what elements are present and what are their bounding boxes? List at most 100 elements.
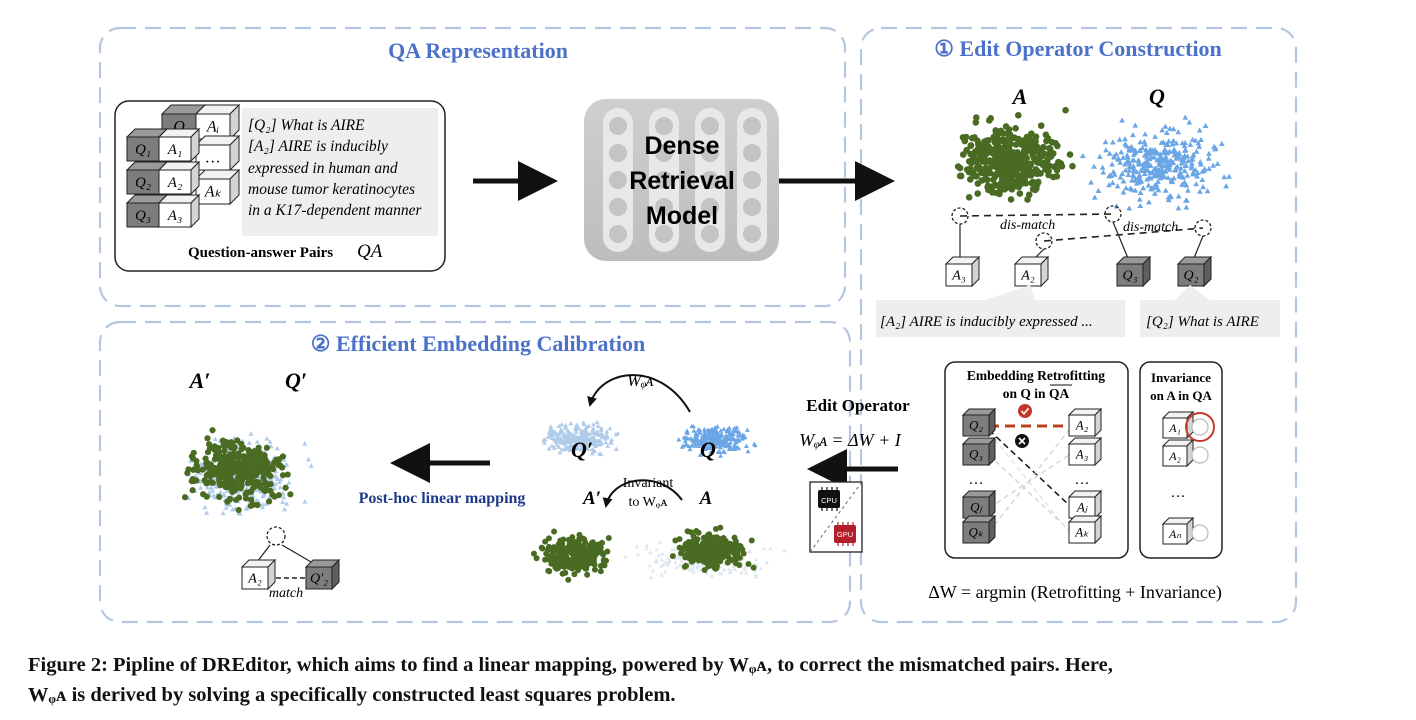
edit-box-q3: Q₃ — [1115, 255, 1152, 288]
retrofit-q-cube-1-label: Q₃ — [969, 447, 983, 462]
match-label: match — [269, 586, 303, 601]
a-label: A — [699, 488, 713, 509]
match-box-a2-label: A₂ — [247, 571, 262, 586]
embedding-space-scatter — [954, 106, 1232, 211]
invariance-items: A₁ A₂ … Aₙ — [1161, 410, 1215, 546]
q-label: Q — [700, 437, 716, 462]
gpu-label: GPU — [837, 530, 853, 539]
retrofitting-title-2: on Q in QA — [1003, 386, 1070, 401]
wqa-arc — [587, 374, 691, 413]
invariance-title-1: Invariance — [1151, 370, 1211, 385]
qa-back-ai-cube-label: Aᵢ — [206, 119, 219, 136]
retrofit-q-cube-0-label: Q₂ — [969, 418, 983, 433]
retrofit-q-cube-3: Qⱼ — [961, 489, 997, 520]
model-label-line-1: Dense — [644, 132, 719, 160]
edit-box-a2: A₂ — [1013, 255, 1050, 288]
note-left-callout — [876, 285, 1125, 337]
invariance-cube-0: A₁ — [1161, 410, 1195, 440]
a2-answer-line-1: [A₂] AIRE is inducibly — [248, 138, 388, 155]
note-right-text: [Q₂] What is AIRE — [1146, 314, 1259, 330]
invariant-label-2: to Wᵩᴀ — [628, 495, 668, 510]
edit-operator-panel — [859, 26, 1298, 624]
retrofit-a-cube-4: Aₖ — [1067, 514, 1103, 545]
pipeline-diagram: QA Representation ① Edit Operator Constr… — [98, 26, 1298, 624]
qa-back-ai-cube: Aᵢ — [194, 103, 241, 141]
edit-box-q2-label: Q₂ — [1184, 268, 1199, 283]
merged-label-q-prime: Q′ — [285, 368, 307, 393]
qa-pairs-math: QA — [357, 241, 383, 262]
match-box-q2-prime: Q′₂ — [304, 558, 341, 591]
retrofit-a-cube-3: Aⱼ — [1067, 489, 1103, 520]
retrofit-a-cube-1-label: A₃ — [1075, 447, 1088, 462]
qa-question-cube-2: Q₂ — [125, 160, 169, 196]
edit-operator-title: ① Edit Operator Construction — [934, 36, 1222, 61]
cluster-label-a: A — [1011, 84, 1028, 109]
embedding-calibration-panel — [98, 320, 852, 624]
match-boxes: A₂ Q′₂ — [240, 526, 341, 591]
model-columns — [603, 108, 767, 252]
q2-question-text: [Q₂] What is AIRE — [248, 117, 365, 134]
invariant-label-1: Invariant — [623, 476, 674, 491]
invariance-cube-3-label: Aₙ — [1168, 527, 1181, 541]
qa-answer-cube-3: A₃ — [157, 193, 201, 229]
retrofitting-title-1: Embedding Retrofitting — [967, 368, 1105, 383]
retrofit-a-cube-3-label: Aⱼ — [1076, 500, 1088, 515]
qa-answer-cube-1: A₁ — [157, 127, 201, 163]
gpu-icon: GPU — [834, 522, 856, 546]
invariance-cube-1-label: A₂ — [1168, 449, 1181, 463]
dismatch-label-2: dis-match — [1123, 220, 1178, 235]
note-right-callout — [1140, 285, 1280, 337]
retrofit-a-cube-0: A₂ — [1067, 407, 1103, 438]
retrofit-q-cube-4: Qₖ — [961, 514, 997, 545]
qa-question-cube-3-label: Q₃ — [135, 208, 151, 224]
embedding-calibration-title: ② Efficient Embedding Calibration — [311, 331, 645, 356]
merged-label-a-prime: A′ — [188, 368, 211, 393]
model-label-line-2: Retrieval — [629, 167, 735, 195]
calibration-scatters — [181, 419, 787, 583]
q-prime-label: Q′ — [571, 437, 593, 462]
edit-box-q2: Q₂ — [1176, 255, 1213, 288]
edit-box-q3-label: Q₃ — [1123, 268, 1138, 283]
invariance-cube-1: A₂ — [1161, 438, 1195, 468]
note-left-text: [A₂] AIRE is inducibly expressed ... — [880, 314, 1093, 330]
objective-formula: ΔW = argmin (Retrofitting + Invariance) — [928, 582, 1222, 603]
wqa-label: Wᵩᴀ — [627, 371, 654, 390]
qa-answer-cube-1-label: A₁ — [167, 142, 182, 158]
qa-representation-panel — [98, 26, 847, 308]
edit-operator-formula: Wᵩᴀ = ΔW + I — [799, 430, 902, 450]
qa-answer-cube-3-label: A₃ — [167, 208, 182, 224]
qa-back-dots-cube: … — [194, 134, 241, 172]
posthoc-label: Post-hoc linear mapping — [359, 490, 526, 507]
cluster-label-q: Q — [1149, 84, 1165, 109]
a2-answer-line-3: mouse tumor keratinocytes — [248, 181, 415, 198]
qa-question-cube-2-label: Q₂ — [135, 175, 151, 191]
invariant-arc — [602, 479, 683, 508]
figure-caption: Figure 2: Pipline of DREditor, which aim… — [28, 650, 1398, 710]
edit-box-a3-label: A₃ — [951, 268, 966, 283]
qa-back-dots-cube-label: … — [206, 150, 220, 167]
invariance-ellipsis: … — [1171, 485, 1186, 501]
qa-answer-cube-2: A₂ — [157, 160, 201, 196]
retrofit-q-ellipsis: … — [969, 472, 984, 488]
retrofit-q-cube-0: Q₂ — [961, 407, 997, 438]
qa-answer-cube-2-label: A₂ — [167, 175, 182, 191]
retrofit-q-cube-1: Q₃ — [961, 436, 997, 467]
model-label-line-3: Model — [646, 202, 718, 230]
qa-question-cube-1-label: Q₁ — [135, 142, 151, 158]
qa-back-ak-cube: Aₖ — [194, 168, 241, 206]
invariance-cube-0-label: A₁ — [1168, 421, 1181, 435]
caption-line-2: Wᵩᴀ is derived by solving a specifically… — [28, 684, 676, 706]
cpu-icon: CPU — [818, 487, 840, 511]
qa-pairs-caption: Question-answer Pairs — [188, 245, 333, 261]
a-prime-label: A′ — [582, 488, 601, 509]
edit-operator-label: Edit Operator — [806, 396, 910, 415]
retrofit-a-cube-1: A₃ — [1067, 436, 1103, 467]
caption-line-1: Figure 2: Pipline of DREditor, which aim… — [28, 654, 1113, 676]
invariance-cube-3: Aₙ — [1161, 516, 1195, 546]
retrofit-q-cube-4-label: Qₖ — [969, 525, 984, 540]
edit-box-a2-label: A₂ — [1020, 268, 1035, 283]
qa-text-background — [242, 108, 438, 236]
qa-representation-title: QA Representation — [388, 38, 568, 63]
